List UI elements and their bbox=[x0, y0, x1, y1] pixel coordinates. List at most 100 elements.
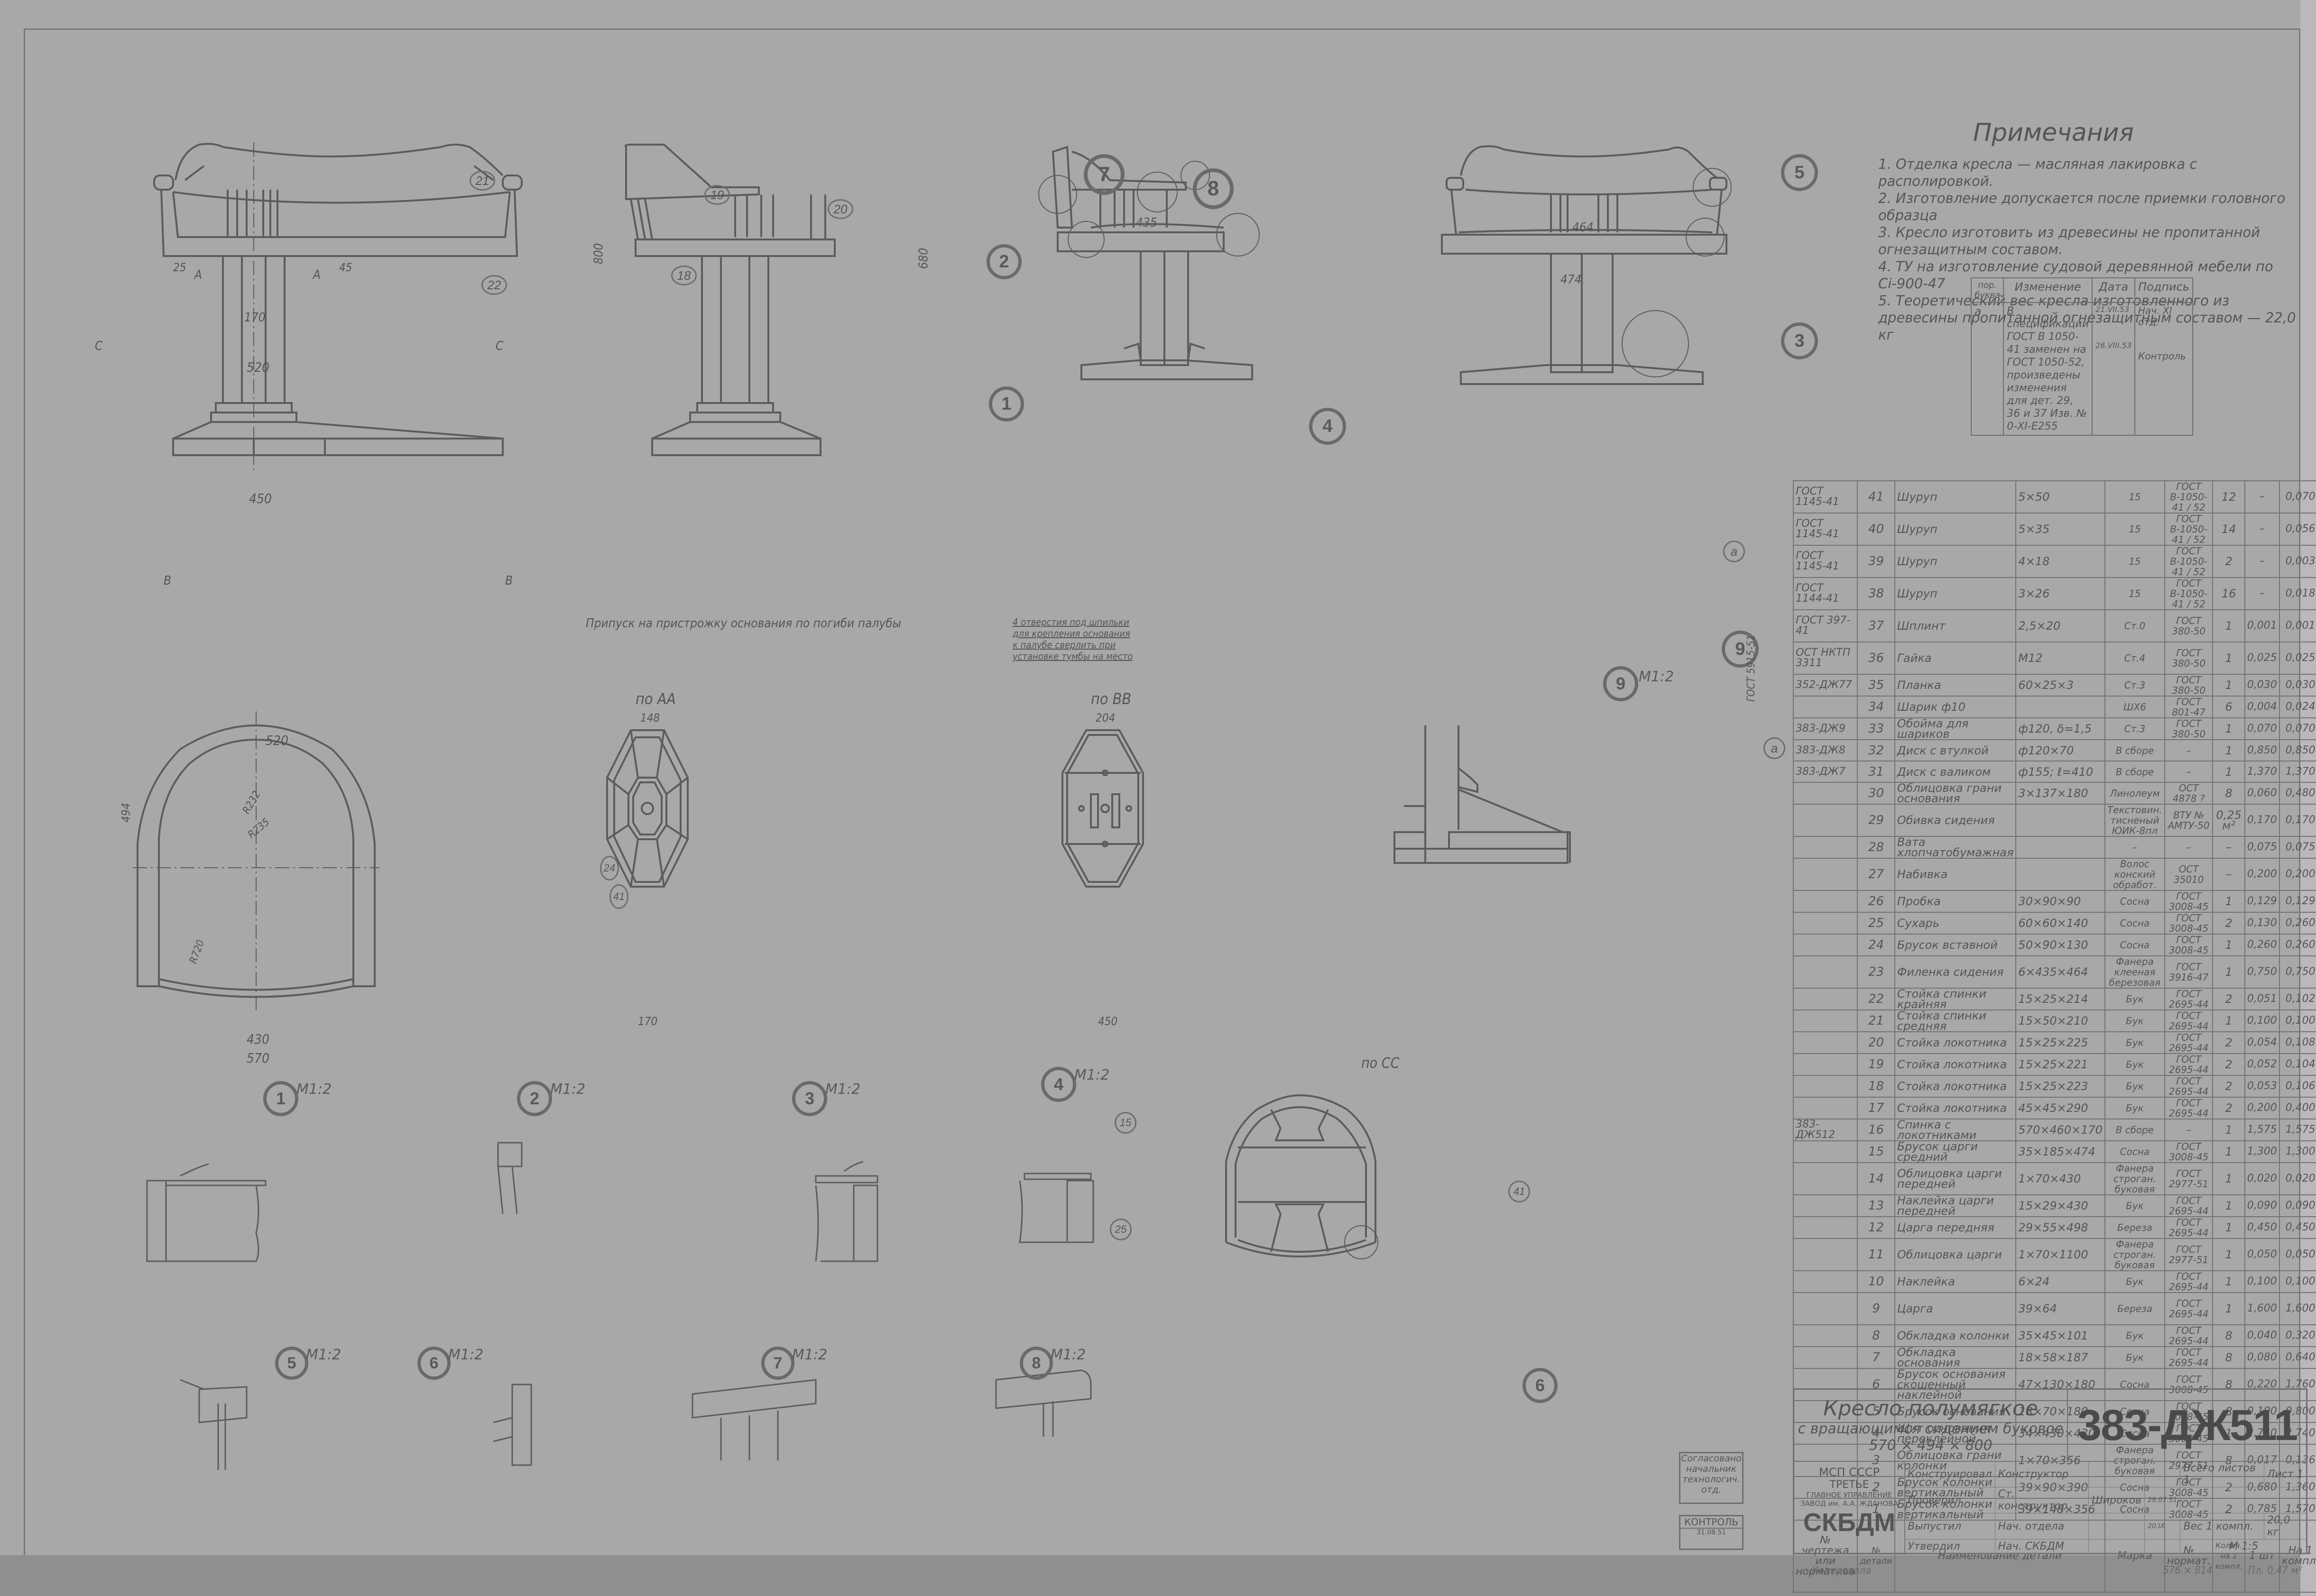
dim-BB-204: 204 bbox=[1096, 711, 1116, 725]
spec-cell-w1: – bbox=[2244, 577, 2280, 610]
spec-cell-drw: 383-ДЖ9 bbox=[1792, 717, 1858, 740]
spec-cell-w1: 0,075 bbox=[2244, 836, 2280, 859]
agreed-line-3: технологич. отд. bbox=[1682, 1474, 1740, 1495]
spec-cell-no: 17 bbox=[1857, 1097, 1895, 1119]
side-view bbox=[624, 144, 836, 456]
dim-BB-450: 450 bbox=[1098, 1015, 1118, 1028]
spec-cell-grade: Текстовин. тисненый ЮИК-8пл bbox=[2104, 804, 2165, 837]
spec-cell-norm: ГОСТ 3916-47 bbox=[2164, 955, 2214, 989]
title-name-cell: Кресло полумягкое с вращающимся сидением… bbox=[1794, 1390, 2068, 1462]
section-CC-label: по СС bbox=[1361, 1055, 1400, 1072]
detail-ref-9: 9 bbox=[1722, 631, 1759, 668]
spec-cell-size: 60×60×140 bbox=[2015, 912, 2106, 935]
role-3-position: Нач. отдела bbox=[1994, 1513, 2089, 1540]
spec-cell-drw bbox=[1792, 1194, 1858, 1217]
spec-cell-size: 60×25×3 bbox=[2015, 674, 2106, 697]
callout-25: 25 bbox=[1110, 1219, 1132, 1240]
spec-cell-wset: 0,106 bbox=[2279, 1075, 2316, 1098]
spec-cell-wset: 1,760 bbox=[2279, 1368, 2316, 1401]
spec-cell-qty: 2 bbox=[2212, 1053, 2245, 1076]
chg-sign-2: Контроль bbox=[2138, 350, 2186, 362]
spec-cell-wset: 0,400 bbox=[2279, 1097, 2316, 1119]
details-row-1 bbox=[146, 1142, 1094, 1262]
spec-cell-norm: ГОСТ 3008-45 bbox=[2164, 1422, 2214, 1445]
detail-ref-2: 2 bbox=[987, 244, 1022, 279]
sheets-total: Всего листов 1 bbox=[2180, 1461, 2264, 1487]
spec-cell-qty: 1 bbox=[2212, 934, 2245, 956]
spec-cell-drw bbox=[1792, 1444, 1858, 1477]
spec-cell-name: Брусок основания скошенный наклейной bbox=[1894, 1368, 2017, 1401]
spec-cell-qty: 2 bbox=[2212, 912, 2245, 935]
spec-cell-no: 7 bbox=[1857, 1346, 1895, 1369]
agreed-stamp: Согласовано начальник технологич. отд. bbox=[1679, 1452, 1744, 1504]
spec-cell-size: 39×64 bbox=[2015, 1292, 2106, 1325]
control-stamp: КОНТРОЛЬ 31.08.51 bbox=[1679, 1515, 1744, 1550]
spec-cell-no: 2 bbox=[1857, 1476, 1895, 1499]
spec-cell-wset: 0,024 bbox=[2279, 696, 2316, 718]
spec-cell-qty: 2 bbox=[2212, 1097, 2245, 1119]
spec-cell-w1: 0,051 bbox=[2244, 988, 2280, 1010]
spec-cell-w1: 0,750 bbox=[2244, 955, 2280, 989]
spec-cell-drw: 383-ДЖ8 bbox=[1792, 739, 1858, 761]
spec-cell-drw bbox=[1792, 782, 1858, 805]
spec-cell-qty: 2 bbox=[2212, 1031, 2245, 1054]
spec-cell-qty: 8 bbox=[2212, 782, 2245, 805]
section-AA-view bbox=[606, 729, 689, 888]
spec-cell-drw bbox=[1792, 1498, 1858, 1521]
spec-cell-wset: 0,050 bbox=[2279, 1238, 2316, 1271]
spec-cell-qty: 1 bbox=[2212, 609, 2245, 642]
spec-cell-name: Стойка спинки средняя bbox=[1894, 1009, 2017, 1032]
spec-cell-no: 13 bbox=[1857, 1194, 1895, 1217]
spec-cell-name: Шуруп bbox=[1894, 513, 2017, 546]
dim-plan-430: 430 bbox=[247, 1031, 270, 1047]
spec-cell-drw bbox=[1792, 804, 1858, 837]
spec-cell-qty: 16 bbox=[2212, 577, 2245, 610]
spec-cell-no: 22 bbox=[1857, 988, 1895, 1010]
detail-9-scale: М1:2 bbox=[1639, 669, 1674, 685]
spec-cell-wset: 0,070 bbox=[2279, 480, 2316, 514]
dim-column-520: 520 bbox=[247, 359, 270, 375]
spec-cell-wset: 0,320 bbox=[2279, 1324, 2316, 1347]
plan-view bbox=[133, 711, 379, 1010]
spec-cell-w1: 0,200 bbox=[2244, 1097, 2280, 1119]
spec-cell-name: Набивка bbox=[1894, 858, 2017, 891]
spec-cell-grade: Фанера строган. буковая bbox=[2104, 1162, 2165, 1195]
spec-cell-w1: 2,740 bbox=[2244, 1422, 2280, 1445]
spec-cell-wset: 0,104 bbox=[2279, 1053, 2316, 1076]
spec-cell-name: Обкладка основания bbox=[1894, 1346, 2017, 1369]
spec-cell-no: 16 bbox=[1857, 1119, 1895, 1141]
spec-cell-norm: ГОСТ 3008-45 bbox=[2164, 934, 2214, 956]
spec-cell-w1: 0,850 bbox=[2244, 739, 2280, 761]
spec-cell-grade: Ст.4 bbox=[2104, 642, 2165, 675]
spec-cell-no: 26 bbox=[1857, 890, 1895, 913]
spec-cell-no: 39 bbox=[1857, 545, 1895, 578]
callout-18: 18 bbox=[671, 266, 697, 285]
spec-cell-name: Брусок основания bbox=[1894, 1400, 2017, 1423]
spec-cell-size: ф120×70 bbox=[2015, 739, 2106, 761]
spec-cell-name: Обивка сидения bbox=[1894, 804, 2017, 837]
spec-cell-name: Планка bbox=[1894, 674, 2017, 697]
spec-cell-qty: 2 bbox=[2212, 1075, 2245, 1098]
spec-cell-wset: 1,575 bbox=[2279, 1119, 2316, 1141]
drawing-scale: М 1:5 bbox=[2180, 1539, 2307, 1554]
spec-cell-size: 29×55×498 bbox=[2015, 1216, 2106, 1239]
spec-cell-size: 45×45×290 bbox=[2015, 1097, 2106, 1119]
spec-cell-norm: ОСТ 4878 ? bbox=[2164, 782, 2214, 805]
spec-cell-no: 1 bbox=[1857, 1498, 1895, 1521]
spec-cell-size: 15×50×210 bbox=[2015, 1009, 2106, 1032]
detail-ref-3: 3 bbox=[1781, 322, 1818, 359]
spec-cell-qty: 2 bbox=[2212, 988, 2245, 1010]
detail-ref-8: 8 bbox=[1193, 168, 1234, 209]
spec-cell-grade: Бук bbox=[2104, 1009, 2165, 1032]
org-line-2: ТРЕТЬЕ bbox=[1829, 1479, 1869, 1491]
spec-cell-w1: – bbox=[2244, 545, 2280, 578]
dim-25: 25 bbox=[173, 261, 186, 274]
spec-cell-norm: ГОСТ 2977-51 bbox=[2164, 1162, 2214, 1195]
spec-cell-grade: Фанера строган. буковая bbox=[2104, 1238, 2165, 1271]
spec-cell-grade: Бук bbox=[2104, 1053, 2165, 1076]
